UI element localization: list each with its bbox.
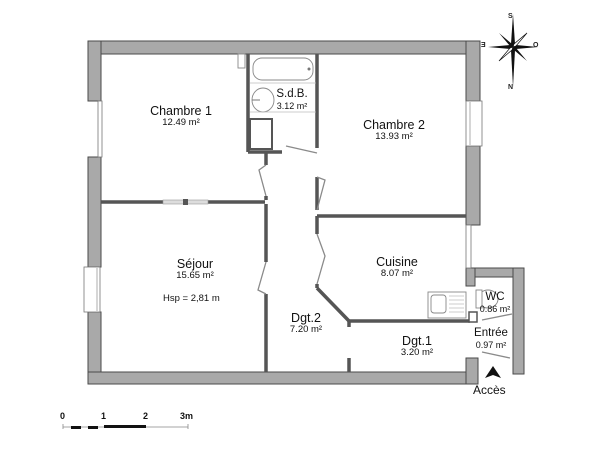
partitions bbox=[101, 53, 478, 372]
room-area: 3.12 m² bbox=[276, 101, 308, 112]
doors bbox=[257, 145, 513, 359]
room-name: Dgt.1 bbox=[402, 334, 432, 348]
room-area: 0.86 m² bbox=[479, 304, 511, 315]
ceiling-height: Hsp = 2,81 m bbox=[163, 293, 220, 304]
compass-west-label: O bbox=[533, 42, 539, 49]
compass-north-label: N bbox=[508, 84, 514, 91]
room-name: Chambre 1 bbox=[150, 104, 212, 118]
entrance-arrow-icon bbox=[485, 366, 501, 378]
room-name: Séjour bbox=[176, 257, 214, 271]
entrance-label: Accès bbox=[473, 383, 506, 397]
scale-tick-2: 2 bbox=[143, 411, 149, 421]
room-name: Chambre 2 bbox=[363, 118, 425, 132]
room-name: WC bbox=[485, 291, 505, 303]
room-chambre2: Chambre 2 13.93 m² bbox=[363, 118, 425, 143]
scale-tick-1: 1 bbox=[101, 411, 107, 421]
compass-east-label: E bbox=[481, 42, 486, 49]
room-name: Cuisine bbox=[376, 255, 418, 269]
scale-tick-3m: 3m bbox=[180, 411, 194, 421]
room-area: 3.20 m² bbox=[400, 347, 434, 359]
compass-south-label: S bbox=[508, 13, 513, 20]
room-dgt1: Dgt.1 3.20 m² bbox=[401, 334, 433, 359]
room-cuisine: Cuisine 8.07 m² bbox=[376, 255, 418, 280]
room-dgt2: Dgt.2 7.20 m² bbox=[290, 311, 322, 336]
room-area: 8.07 m² bbox=[380, 268, 414, 280]
room-area: 15.65 m² bbox=[176, 270, 214, 282]
room-area: 12.49 m² bbox=[162, 117, 200, 129]
room-sejour: Séjour 15.65 m² bbox=[176, 257, 214, 282]
room-wc: WC 0.86 m² bbox=[480, 291, 511, 315]
room-area: 0.97 m² bbox=[475, 340, 507, 351]
room-entree: Entrée 0.97 m² bbox=[474, 327, 508, 351]
scale-bar bbox=[62, 424, 189, 429]
compass-rose-icon bbox=[488, 14, 538, 87]
fixtures bbox=[250, 57, 499, 319]
room-name: Entrée bbox=[474, 327, 508, 339]
room-area: 7.20 m² bbox=[289, 324, 323, 336]
room-area: 13.93 m² bbox=[375, 131, 413, 143]
room-chambre1: Chambre 1 12.49 m² bbox=[150, 104, 212, 129]
windows bbox=[83, 100, 483, 313]
outer-walls bbox=[87, 40, 525, 385]
room-name: S.d.B. bbox=[276, 88, 308, 100]
room-sdb: S.d.B. 3.12 m² bbox=[276, 88, 307, 112]
room-name: Dgt.2 bbox=[291, 311, 321, 325]
scale-tick-0: 0 bbox=[60, 411, 66, 421]
